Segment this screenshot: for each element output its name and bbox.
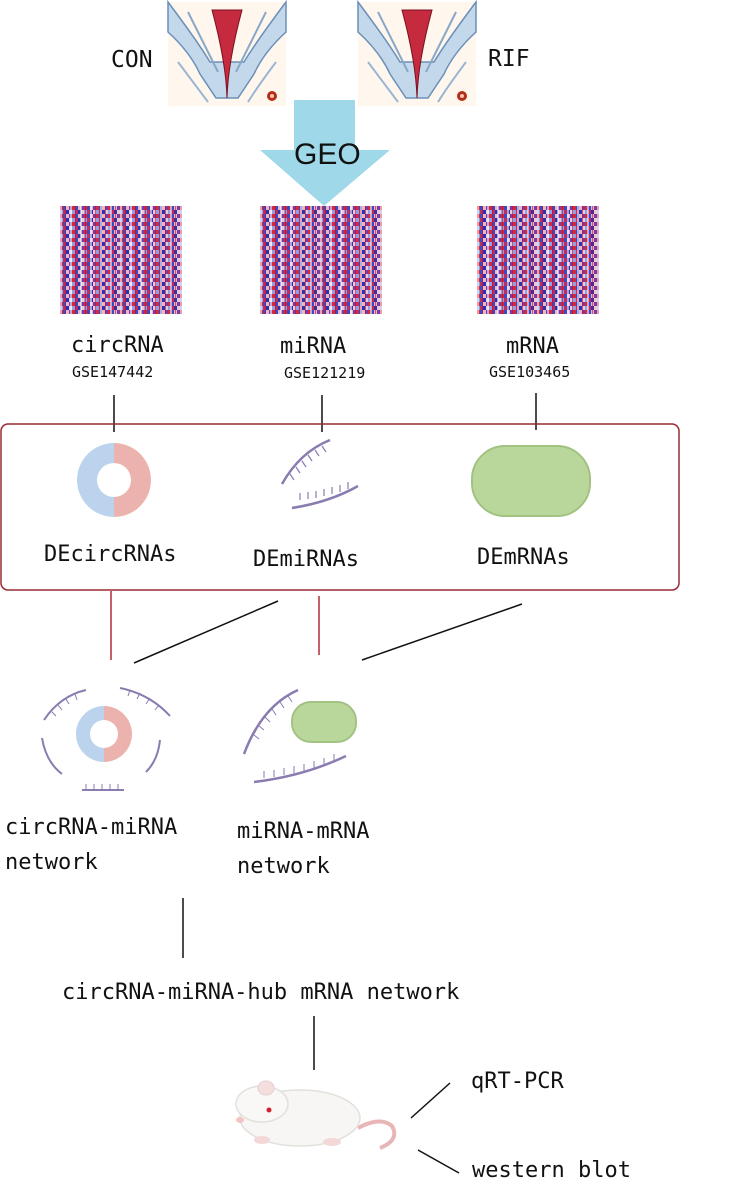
heatmap-icon bbox=[60, 206, 182, 314]
mouse-icon bbox=[235, 1080, 397, 1150]
database-label: GEO bbox=[294, 138, 361, 171]
dataset-type-mirna: miRNA bbox=[280, 334, 347, 359]
de-mirnas-label: DEmiRNAs bbox=[253, 547, 359, 572]
combined-network-label: circRNA-miRNA-hub mRNA network bbox=[62, 980, 460, 1005]
dataset-type-mrna: mRNA bbox=[506, 334, 559, 359]
circrna-icon bbox=[77, 443, 151, 517]
dataset-accession-mirna: GSE121219 bbox=[284, 364, 366, 382]
circrna-mirna-network-title: circRNA-miRNA bbox=[5, 815, 178, 840]
de-circrnas-label: DEcircRNAs bbox=[44, 542, 177, 567]
control-group-label: CON bbox=[111, 47, 153, 73]
circrna-mirna-network-subtitle: network bbox=[5, 850, 98, 875]
mrna-icon bbox=[471, 445, 591, 517]
de-frame bbox=[0, 423, 680, 591]
mirna-mrna-network-icon bbox=[242, 688, 357, 784]
geo-arrow bbox=[260, 100, 390, 206]
heatmap-icon bbox=[477, 206, 599, 314]
mirna-mrna-network-title: miRNA-mRNA bbox=[237, 819, 370, 844]
dataset-accession-circrna: GSE147442 bbox=[72, 363, 154, 381]
uterus-icon bbox=[357, 1, 477, 107]
mirna-icon bbox=[280, 438, 359, 510]
circrna-mirna-network-icon bbox=[41, 687, 171, 791]
western-blot-label: western blot bbox=[472, 1158, 631, 1183]
heatmap-icon bbox=[260, 206, 382, 314]
dataset-accession-mrna: GSE103465 bbox=[489, 363, 571, 381]
qrt-pcr-label: qRT-PCR bbox=[471, 1069, 564, 1094]
mirna-mrna-network-subtitle: network bbox=[237, 854, 330, 879]
de-mrnas-label: DEmRNAs bbox=[477, 545, 570, 570]
uterus-icon bbox=[167, 1, 287, 107]
dataset-type-circrna: circRNA bbox=[71, 333, 164, 358]
case-group-label: RIF bbox=[488, 46, 530, 72]
